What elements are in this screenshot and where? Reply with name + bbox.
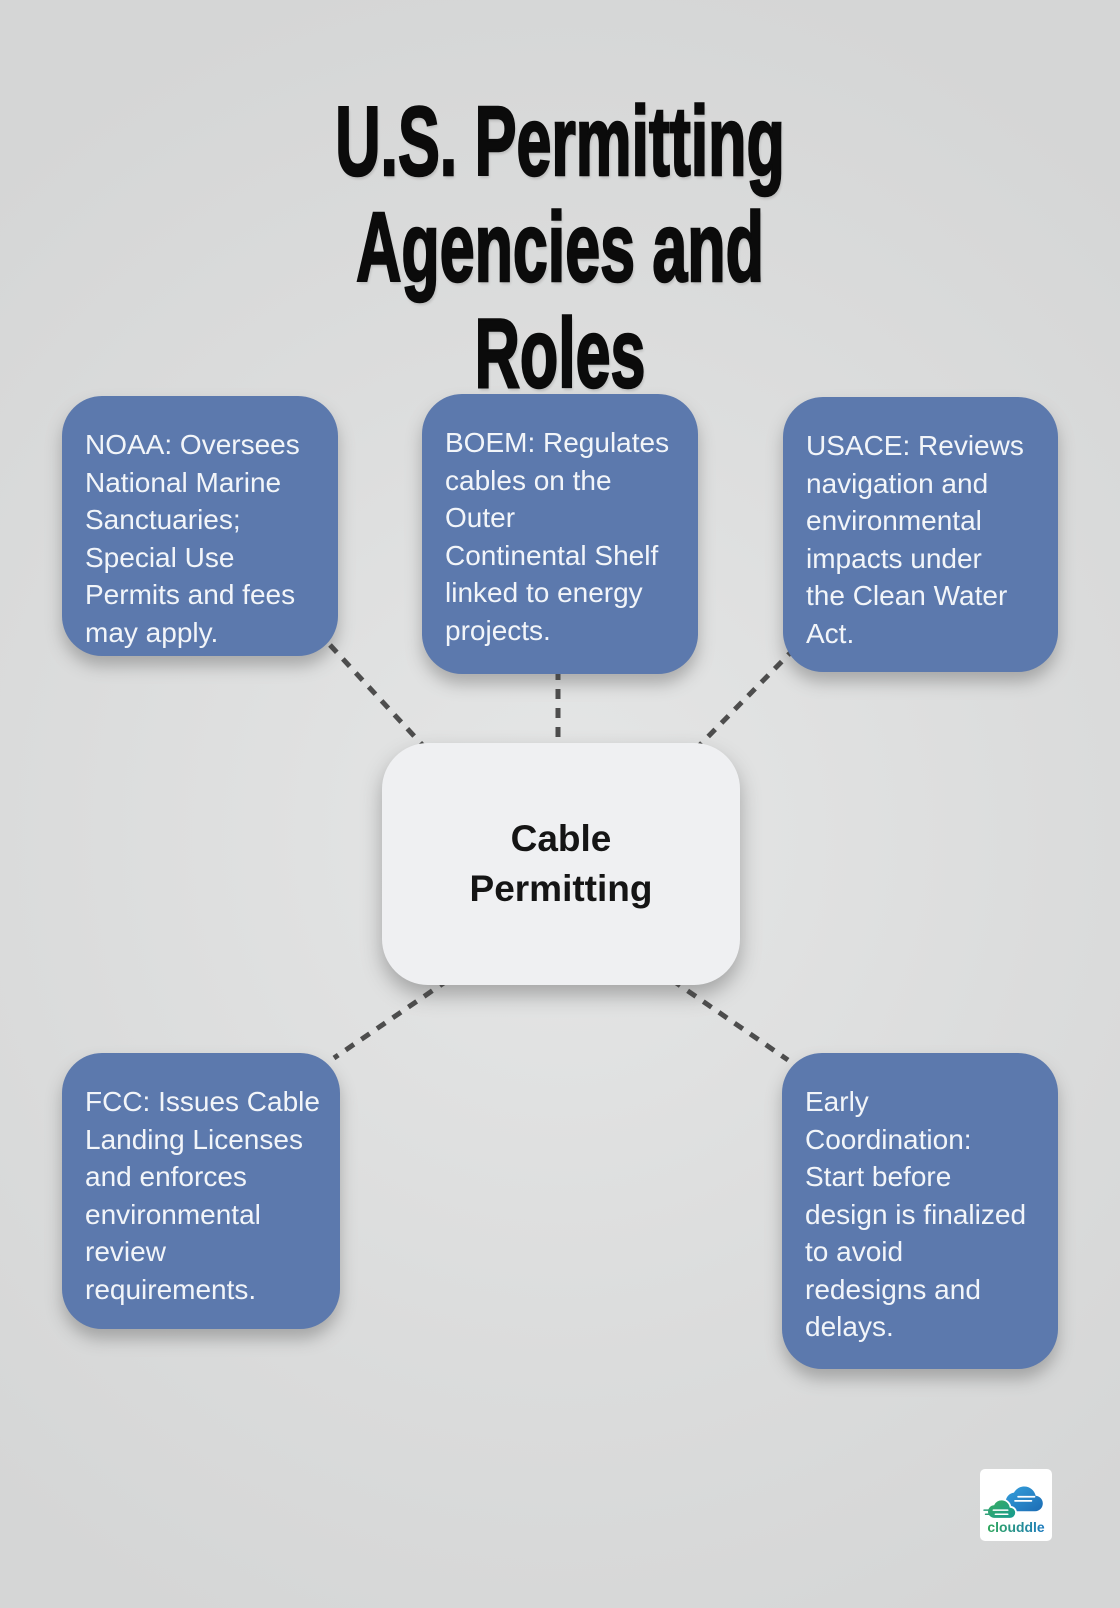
node-noaa: NOAA: Oversees National Marine Sanctuari…	[62, 396, 338, 656]
page-title: U.S. Permitting Agencies and Roles	[334, 86, 785, 408]
connector-early	[670, 977, 790, 1063]
center-node-label: Cable Permitting	[469, 818, 653, 909]
node-boem: BOEM: Regulates cables on the Outer Cont…	[422, 394, 698, 674]
clouddle-logo-graphic: clouddle	[983, 1486, 1045, 1535]
connector-fcc	[332, 977, 450, 1061]
node-early-coordination-text: Early Coordination: Start before design …	[805, 1086, 1027, 1342]
node-fcc: FCC: Issues Cable Landing Licenses and e…	[62, 1053, 340, 1329]
cloud-icon-green	[983, 1498, 1017, 1520]
connector-noaa	[328, 643, 429, 752]
node-boem-text: BOEM: Regulates cables on the Outer Cont…	[445, 427, 670, 646]
logo-wordmark: clouddle	[987, 1519, 1044, 1535]
brand-logo: clouddle	[980, 1469, 1052, 1541]
node-usace-text: USACE: Reviews navigation and environmen…	[806, 430, 1024, 649]
node-early-coordination: Early Coordination: Start before design …	[782, 1053, 1058, 1369]
node-usace: USACE: Reviews navigation and environmen…	[783, 397, 1058, 672]
cloud-icon-blue	[1005, 1486, 1043, 1512]
connector-usace	[693, 646, 797, 752]
node-noaa-text: NOAA: Oversees National Marine Sanctuari…	[85, 429, 300, 648]
node-fcc-text: FCC: Issues Cable Landing Licenses and e…	[85, 1086, 320, 1305]
center-node: Cable Permitting	[382, 743, 740, 985]
